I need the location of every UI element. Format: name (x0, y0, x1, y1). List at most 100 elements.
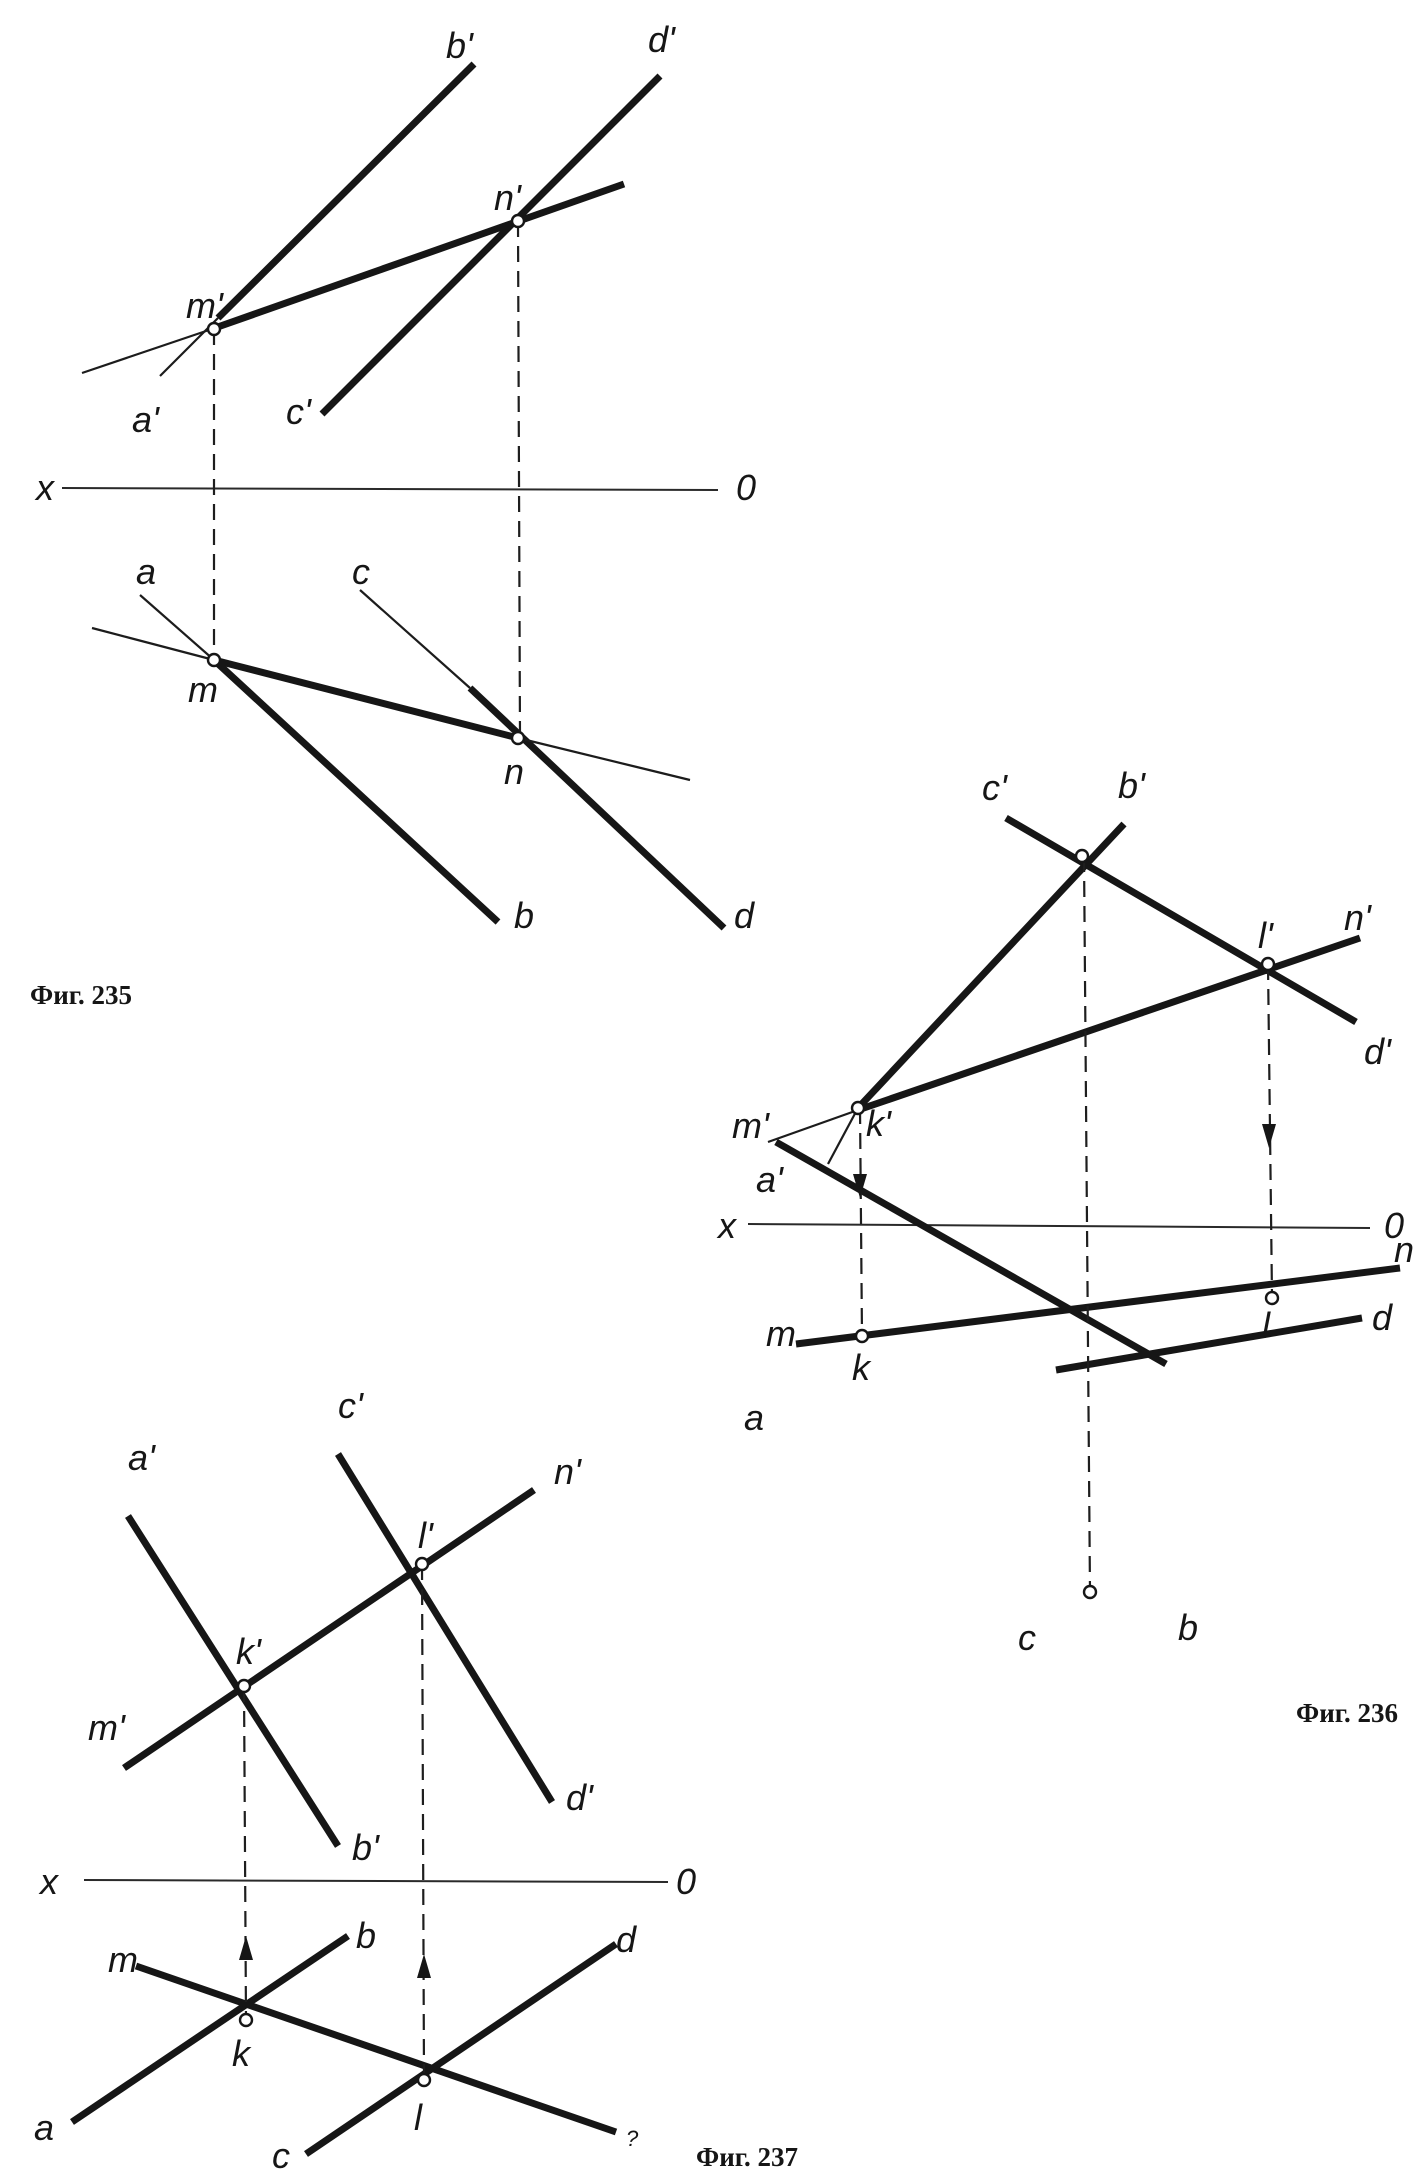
fig236-label-k: k (852, 1347, 872, 1388)
fig235-point-m-prime (206, 321, 222, 337)
fig235-line-cd-prime (319, 73, 663, 417)
fig236-point-k (854, 1328, 870, 1344)
fig236-label-m-prime: m' (732, 1105, 770, 1146)
fig236-label-l-prime: l' (1258, 915, 1274, 956)
fig236-connector-l (1266, 963, 1274, 1297)
fig236-line-ab-prime (855, 821, 1127, 1111)
fig237-label-d: d (616, 1919, 637, 1960)
fig237-label-b-prime: b' (352, 1827, 380, 1868)
fig236-arrow-down-k (853, 1174, 867, 1198)
fig237-label-k: k (232, 2033, 252, 2074)
fig235-label-x: x (34, 467, 56, 508)
fig236-label-x: x (716, 1205, 738, 1246)
fig237-label-l: l (414, 2097, 423, 2138)
fig235-line-mn-prime-left (81, 327, 213, 375)
fig237-connector-l (420, 1563, 426, 2081)
fig237-label-n-prime: n' (554, 1451, 582, 1492)
fig235-label-d: d (734, 895, 755, 936)
fig235-point-n-prime (510, 213, 526, 229)
figure-235: b' d' n' m' a' c' x 0 a c m n b d Фиг. 2… (30, 19, 756, 1010)
fig237-label-l-prime: l' (418, 1515, 434, 1556)
fig235-label-a: a (136, 551, 156, 592)
fig236-arrow-down-l (1262, 1124, 1276, 1148)
fig235-label-c-prime: c' (286, 391, 312, 432)
fig237-label-m-prime: m' (88, 1707, 126, 1748)
fig236-label-a: a (744, 1397, 764, 1438)
fig235-line-ab-prime (215, 61, 477, 321)
figure-236: c' b' l' n' d' m' k' a' x 0 n d l m k a … (716, 765, 1414, 1728)
fig235-line-mn (213, 656, 519, 742)
fig237-line-cd (304, 1941, 618, 2157)
fig235-label-a-prime: a' (132, 399, 160, 440)
fig236-connector-c (1082, 855, 1092, 1593)
fig236-line-cd (1055, 1314, 1363, 1374)
fig235-caption: Фиг. 235 (30, 980, 132, 1010)
fig237-line-mn (134, 1962, 618, 2136)
fig235-line-mn-prime (210, 180, 626, 333)
fig237-label-x: x (38, 1861, 60, 1902)
fig236-label-d: d (1372, 1297, 1393, 1338)
fig236-point-c (1082, 1584, 1098, 1600)
fig237-axis-x (83, 1879, 669, 1883)
fig236-label-k-prime: k' (866, 1103, 892, 1144)
fig237-line-cd-prime (335, 1452, 555, 1804)
fig237-point-k-prime (236, 1678, 252, 1694)
fig235-label-d-prime: d' (648, 19, 676, 60)
fig235-label-c: c (352, 551, 370, 592)
fig237-arrow-up-k (239, 1936, 253, 1960)
fig235-line-ab-upper (139, 594, 215, 661)
fig235-line-ab (211, 657, 501, 925)
fig237-point-k (238, 2012, 254, 2028)
fig237-line-mn-prime (122, 1487, 536, 1771)
fig236-label-m: m (766, 1313, 796, 1354)
fig236-connector-k (858, 1107, 864, 1337)
fig237-label-a-prime: a' (128, 1437, 156, 1478)
fig235-label-b: b (514, 895, 534, 936)
fig237-label-k-prime: k' (236, 1631, 262, 1672)
fig237-point-l-prime (414, 1556, 430, 1572)
fig237-label-b: b (356, 1915, 376, 1956)
fig237-label-end-mark: ? (626, 2126, 639, 2151)
fig235-label-n-prime: n' (494, 177, 522, 218)
fig236-line-ab (774, 1138, 1168, 1368)
fig236-label-l: l (1262, 1305, 1271, 1346)
fig236-label-c-prime: c' (982, 767, 1008, 808)
fig236-line-mn (795, 1264, 1401, 1348)
fig237-connector-k (242, 1685, 248, 2021)
fig237-label-m: m (108, 1939, 138, 1980)
figure-237: c' a' n' l' k' m' d' b' x 0 m b d k a l … (34, 1385, 798, 2171)
fig236-label-b-prime: b' (1118, 765, 1146, 806)
fig237-label-a: a (34, 2107, 54, 2148)
fig235-line-mn-right (517, 736, 691, 782)
fig237-label-c: c (272, 2135, 290, 2171)
fig236-label-o: 0 (1384, 1205, 1404, 1246)
fig235-connector-n (516, 220, 522, 739)
fig235-point-m (206, 652, 222, 668)
fig236-label-n-prime: n' (1344, 897, 1372, 938)
fig237-arrow-up-l (417, 1954, 431, 1978)
fig236-line-cd-prime (1004, 814, 1358, 1026)
fig236-point-c-prime (1074, 848, 1090, 864)
fig236-label-b: b (1178, 1607, 1198, 1648)
fig236-label-d-prime: d' (1364, 1031, 1392, 1072)
fig236-line-mn-prime-left (767, 1108, 859, 1144)
fig237-caption: Фиг. 237 (696, 2142, 798, 2171)
fig236-point-l (1264, 1290, 1280, 1306)
fig236-caption: Фиг. 236 (1296, 1698, 1398, 1728)
fig235-axis-x (61, 487, 719, 491)
fig236-label-a-prime: a' (756, 1159, 784, 1200)
fig237-line-ab-prime (125, 1514, 341, 1848)
fig237-label-d-prime: d' (566, 1777, 594, 1818)
fig235-line-cd-upper (359, 589, 471, 689)
fig235-label-o: 0 (736, 467, 756, 508)
fig235-line-mn-left (91, 626, 215, 662)
fig237-point-l (416, 2072, 432, 2088)
fig235-label-b-prime: b' (446, 25, 474, 66)
fig236-axis-x (747, 1223, 1371, 1229)
fig236-point-l-prime (1260, 956, 1276, 972)
fig236-line-mn-prime (856, 934, 1362, 1114)
fig237-label-o: 0 (676, 1861, 696, 1902)
fig235-label-m: m (188, 669, 218, 710)
fig237-line-ab (70, 1933, 350, 2125)
